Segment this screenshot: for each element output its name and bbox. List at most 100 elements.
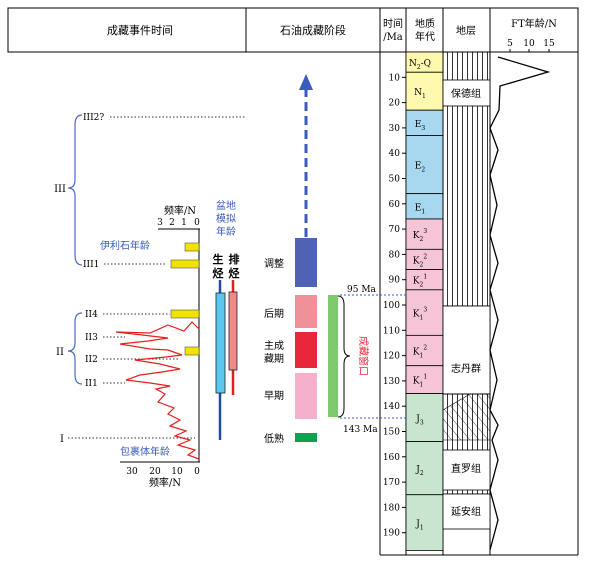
stage-label-lowmature: 低熟	[264, 432, 284, 445]
ft-tick-10: 10	[523, 39, 535, 49]
freq-bottom-label: 频率/N	[149, 476, 181, 489]
freq-top-tick-3: 3	[157, 218, 163, 228]
geo-unit-cell	[405, 289, 444, 336]
event-ii2: II2	[85, 355, 98, 365]
geo-unit-label: E3	[415, 120, 426, 132]
time-tick-label: 10	[389, 73, 401, 83]
exp-hc-char-1: 排	[229, 252, 240, 266]
geo-unit-cell	[405, 441, 444, 496]
strata-header: 地层	[456, 24, 476, 37]
geo-unit-cell	[405, 393, 444, 443]
geo-unit-label: J3	[415, 415, 424, 427]
freq-bottom-tick-20: 20	[149, 467, 161, 477]
stage-label-late: 后期	[264, 308, 284, 320]
strata-pattern-diagonal	[442, 393, 491, 441]
inclusion-freq-curve	[115, 321, 200, 460]
time-tick-label: 140	[383, 402, 400, 412]
oil-stage-header: 石油成藏阶段	[280, 23, 346, 37]
main-window-label: 成藏窗口	[357, 336, 370, 376]
geo-unit-cell	[405, 494, 444, 551]
stage-block-early	[295, 373, 317, 419]
illite-age-label: 伊利石年龄	[100, 239, 150, 252]
basin-model-line-1: 盆地	[216, 199, 236, 212]
illite-bar-1	[184, 242, 200, 252]
geo-unit-label: K21	[413, 274, 427, 289]
event-time-header: 成藏事件时间	[107, 24, 173, 37]
geo-unit-label: K22	[413, 253, 428, 268]
strata-column: 保德组 志丹群 直罗组 延安组	[442, 51, 491, 530]
gen-hc-bar	[215, 292, 226, 394]
stage-label-early: 早期	[264, 390, 284, 402]
geo-unit-label: K23	[413, 228, 428, 243]
freq-top-tick-1: 1	[181, 218, 187, 228]
time-tick-label: 30	[389, 124, 401, 134]
time-tick-label: 160	[383, 453, 400, 463]
age-label-95: 95 Ma	[347, 285, 377, 295]
time-tick-label: 150	[383, 428, 400, 438]
time-tick-label: 180	[383, 503, 400, 513]
ft-tick-5: 5	[507, 39, 513, 49]
time-tick-label: 20	[389, 99, 401, 109]
formation-box-yanan	[442, 493, 491, 530]
freq-top-tick-2: 2	[169, 218, 175, 228]
geo-unit-label: J2	[415, 465, 424, 477]
time-tick-label: 70	[389, 225, 401, 235]
left-panel: III II III2? III1 II4 II3 II2 II1 I 频率/N…	[54, 113, 245, 489]
geo-unit-cell	[405, 71, 444, 111]
group-ii-label: II	[56, 347, 64, 358]
freq-bottom-tick-30: 30	[126, 467, 138, 477]
event-ii3: II3	[85, 333, 98, 343]
event-iii1: III1	[83, 260, 99, 270]
geo-unit-label: N2-Q	[409, 59, 431, 71]
stage-label-adjust: 调整	[264, 257, 284, 270]
gen-hc-char-1: 生	[213, 252, 224, 266]
freq-top-label: 频率/N	[164, 204, 196, 217]
stage-label-main-1: 主成	[264, 340, 284, 352]
time-tick-label: 110	[383, 326, 400, 336]
stage-block-lowmature	[295, 433, 317, 442]
freq-bottom-tick-10: 10	[171, 467, 183, 477]
formation-zhiluo-label: 直罗组	[451, 462, 481, 475]
main-window-brace	[337, 295, 351, 418]
time-tick-label: 60	[389, 200, 401, 210]
time-header-2: /Ma	[383, 32, 403, 43]
event-i: I	[60, 434, 64, 445]
time-tick-label: 120	[383, 352, 400, 362]
event-ii4: II4	[85, 310, 98, 320]
illite-bar-2	[170, 259, 200, 269]
stage-block-late	[295, 295, 317, 328]
time-axis: 1020304050607080901001101201301401501601…	[383, 52, 407, 555]
time-tick-label: 50	[389, 175, 401, 185]
formation-zhidan-label: 志丹群	[451, 362, 481, 375]
ft-tick-15: 15	[543, 39, 555, 49]
brace-iii	[67, 114, 83, 266]
stage-block-adjust	[295, 238, 317, 287]
exp-hc-bar	[228, 291, 238, 371]
formation-baode-label: 保德组	[451, 87, 481, 100]
stage-label-main-2: 藏期	[264, 353, 284, 365]
formation-yanan-label: 延安组	[451, 505, 481, 518]
geo-age-header-1: 地质	[415, 17, 435, 30]
geo-unit-label: E2	[415, 162, 426, 174]
illite-bar-4	[184, 346, 200, 356]
geo-age-header-2: 年代	[415, 30, 435, 43]
formation-box-baode	[442, 79, 491, 107]
freq-top-tick-0: 0	[194, 218, 200, 228]
ft-age-header: FT年龄/N	[511, 17, 557, 30]
time-tick-label: 100	[383, 301, 400, 311]
formation-box-zhidan	[442, 305, 491, 395]
geo-unit-label: N1	[414, 88, 426, 100]
exp-hc-char-2: 烃	[229, 267, 240, 280]
brace-ii	[67, 312, 83, 385]
ft-age-curve	[489, 56, 551, 551]
freq-bottom-tick-0: 0	[194, 467, 200, 477]
time-tick-label: 80	[389, 250, 401, 260]
geo-unit-label: K12	[413, 345, 428, 360]
basin-model-line-2: 模拟	[216, 212, 236, 225]
basin-model-line-3: 年龄	[216, 225, 236, 238]
time-tick-label: 190	[383, 529, 400, 539]
geo-unit-label: K11	[413, 374, 427, 389]
event-iii2: III2?	[83, 113, 104, 123]
